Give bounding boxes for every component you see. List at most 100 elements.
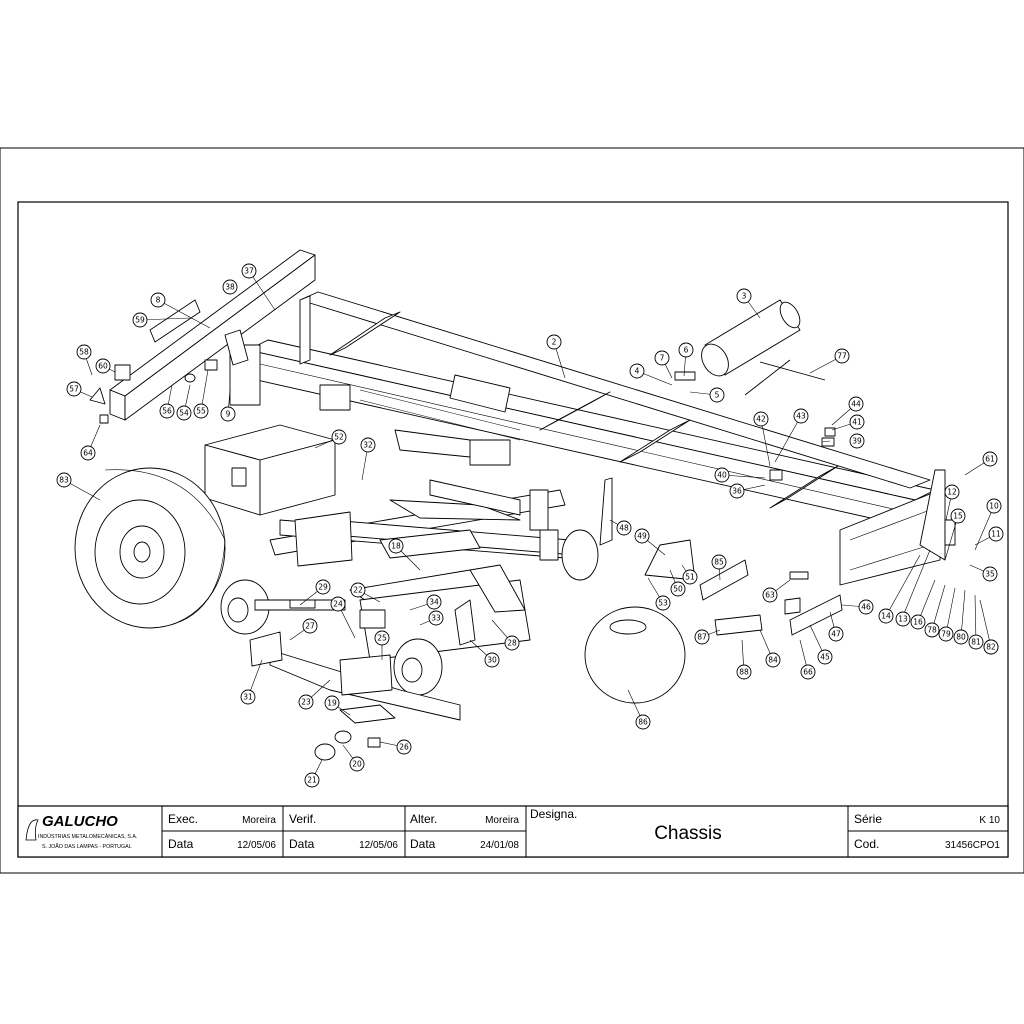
- svg-text:32: 32: [363, 441, 373, 450]
- callout-10: 10: [986, 498, 1002, 514]
- callout-60: 60: [95, 358, 111, 374]
- callout-23: 23: [298, 694, 314, 710]
- callout-group: 2 3 4 5 6 7 8 9 10 11 12 13 14 15 16 18 …: [56, 263, 1004, 788]
- svg-text:23: 23: [301, 698, 311, 707]
- svg-text:41: 41: [852, 418, 862, 427]
- callout-28: 28: [504, 635, 520, 651]
- svg-text:78: 78: [927, 626, 937, 635]
- callout-6: 6: [678, 342, 694, 358]
- callout-41: 41: [849, 414, 865, 430]
- svg-text:26: 26: [399, 743, 409, 752]
- callout-3: 3: [736, 288, 752, 304]
- svg-text:56: 56: [162, 407, 172, 416]
- callout-2: 2: [546, 334, 562, 350]
- svg-text:59: 59: [135, 316, 145, 325]
- svg-text:40: 40: [717, 471, 727, 480]
- cylinder-part-3: [701, 299, 801, 377]
- callout-18: 18: [388, 538, 404, 554]
- svg-text:60: 60: [98, 362, 108, 371]
- verif-date-label: Data: [289, 837, 315, 851]
- svg-text:31: 31: [243, 693, 253, 702]
- svg-text:9: 9: [226, 410, 231, 419]
- front-axle: [249, 529, 531, 761]
- svg-text:52: 52: [334, 433, 344, 442]
- callout-83: 83: [56, 472, 72, 488]
- exec-label: Exec.: [168, 812, 198, 826]
- callout-54: 54: [176, 405, 192, 421]
- callout-51: 51: [682, 569, 698, 585]
- svg-text:5: 5: [715, 391, 720, 400]
- svg-text:61: 61: [985, 455, 995, 464]
- callout-86: 86: [635, 714, 651, 730]
- callout-57: 57: [66, 381, 82, 397]
- drawing-title: Chassis: [654, 823, 722, 844]
- svg-text:18: 18: [391, 542, 401, 551]
- sheet-outer-border: [0, 147, 1024, 874]
- brackets-right: [599, 469, 956, 636]
- svg-text:83: 83: [59, 476, 69, 485]
- callout-13: 13: [895, 611, 911, 627]
- callout-78: 78: [924, 622, 940, 638]
- svg-text:4: 4: [635, 367, 640, 376]
- designation-label: Designa.: [530, 807, 577, 821]
- svg-text:79: 79: [941, 630, 951, 639]
- callout-44: 44: [848, 396, 864, 412]
- svg-text:22: 22: [353, 586, 363, 595]
- svg-text:55: 55: [196, 407, 206, 416]
- svg-text:2: 2: [552, 338, 557, 347]
- callout-32: 32: [360, 437, 376, 453]
- svg-text:27: 27: [305, 622, 315, 631]
- callout-9: 9: [220, 406, 236, 422]
- svg-text:57: 57: [69, 385, 79, 394]
- callout-4: 4: [629, 363, 645, 379]
- main-frame: [109, 249, 941, 586]
- serie-value: K 10: [979, 815, 1000, 826]
- alter-label: Alter.: [410, 812, 437, 826]
- callout-53: 53: [655, 595, 671, 611]
- svg-text:42: 42: [756, 415, 766, 424]
- callout-38: 38: [222, 279, 238, 295]
- svg-text:10: 10: [989, 502, 999, 511]
- callout-37: 37: [241, 263, 257, 279]
- callout-49: 49: [634, 528, 650, 544]
- callout-81: 81: [968, 634, 984, 650]
- callout-80: 80: [953, 629, 969, 645]
- svg-text:35: 35: [985, 570, 995, 579]
- callout-26: 26: [396, 739, 412, 755]
- callout-61: 61: [982, 451, 998, 467]
- callout-31: 31: [240, 689, 256, 705]
- callout-19: 19: [324, 695, 340, 711]
- callout-20: 20: [349, 756, 365, 772]
- callout-43: 43: [793, 408, 809, 424]
- exec-value: Moreira: [242, 815, 276, 826]
- svg-text:84: 84: [768, 656, 778, 665]
- svg-text:51: 51: [685, 573, 695, 582]
- svg-text:3: 3: [742, 292, 747, 301]
- company-name: GALUCHO: [42, 813, 118, 830]
- svg-text:11: 11: [991, 530, 1001, 539]
- callout-56: 56: [159, 403, 175, 419]
- title-block: GALUCHO INDÚSTRIAS METALOMECÂNICAS, S.A.…: [17, 805, 1009, 858]
- callout-5: 5: [709, 387, 725, 403]
- svg-text:88: 88: [739, 668, 749, 677]
- exec-date: 12/05/06: [237, 840, 276, 851]
- svg-text:80: 80: [956, 633, 966, 642]
- svg-text:82: 82: [986, 643, 996, 652]
- callout-12: 12: [944, 484, 960, 500]
- callout-15: 15: [950, 508, 966, 524]
- callout-85: 85: [711, 554, 727, 570]
- company-logo: GALUCHO INDÚSTRIAS METALOMECÂNICAS, S.A.…: [25, 813, 137, 850]
- callout-87: 87: [694, 629, 710, 645]
- svg-text:49: 49: [637, 532, 647, 541]
- svg-text:58: 58: [79, 348, 89, 357]
- callout-46: 46: [858, 599, 874, 615]
- callout-58: 58: [76, 344, 92, 360]
- callout-52: 52: [331, 429, 347, 445]
- svg-text:77: 77: [837, 352, 847, 361]
- callout-88: 88: [736, 664, 752, 680]
- alter-date-label: Data: [410, 837, 436, 851]
- svg-text:21: 21: [307, 776, 317, 785]
- svg-text:44: 44: [851, 400, 861, 409]
- small-parts-right: [674, 371, 836, 481]
